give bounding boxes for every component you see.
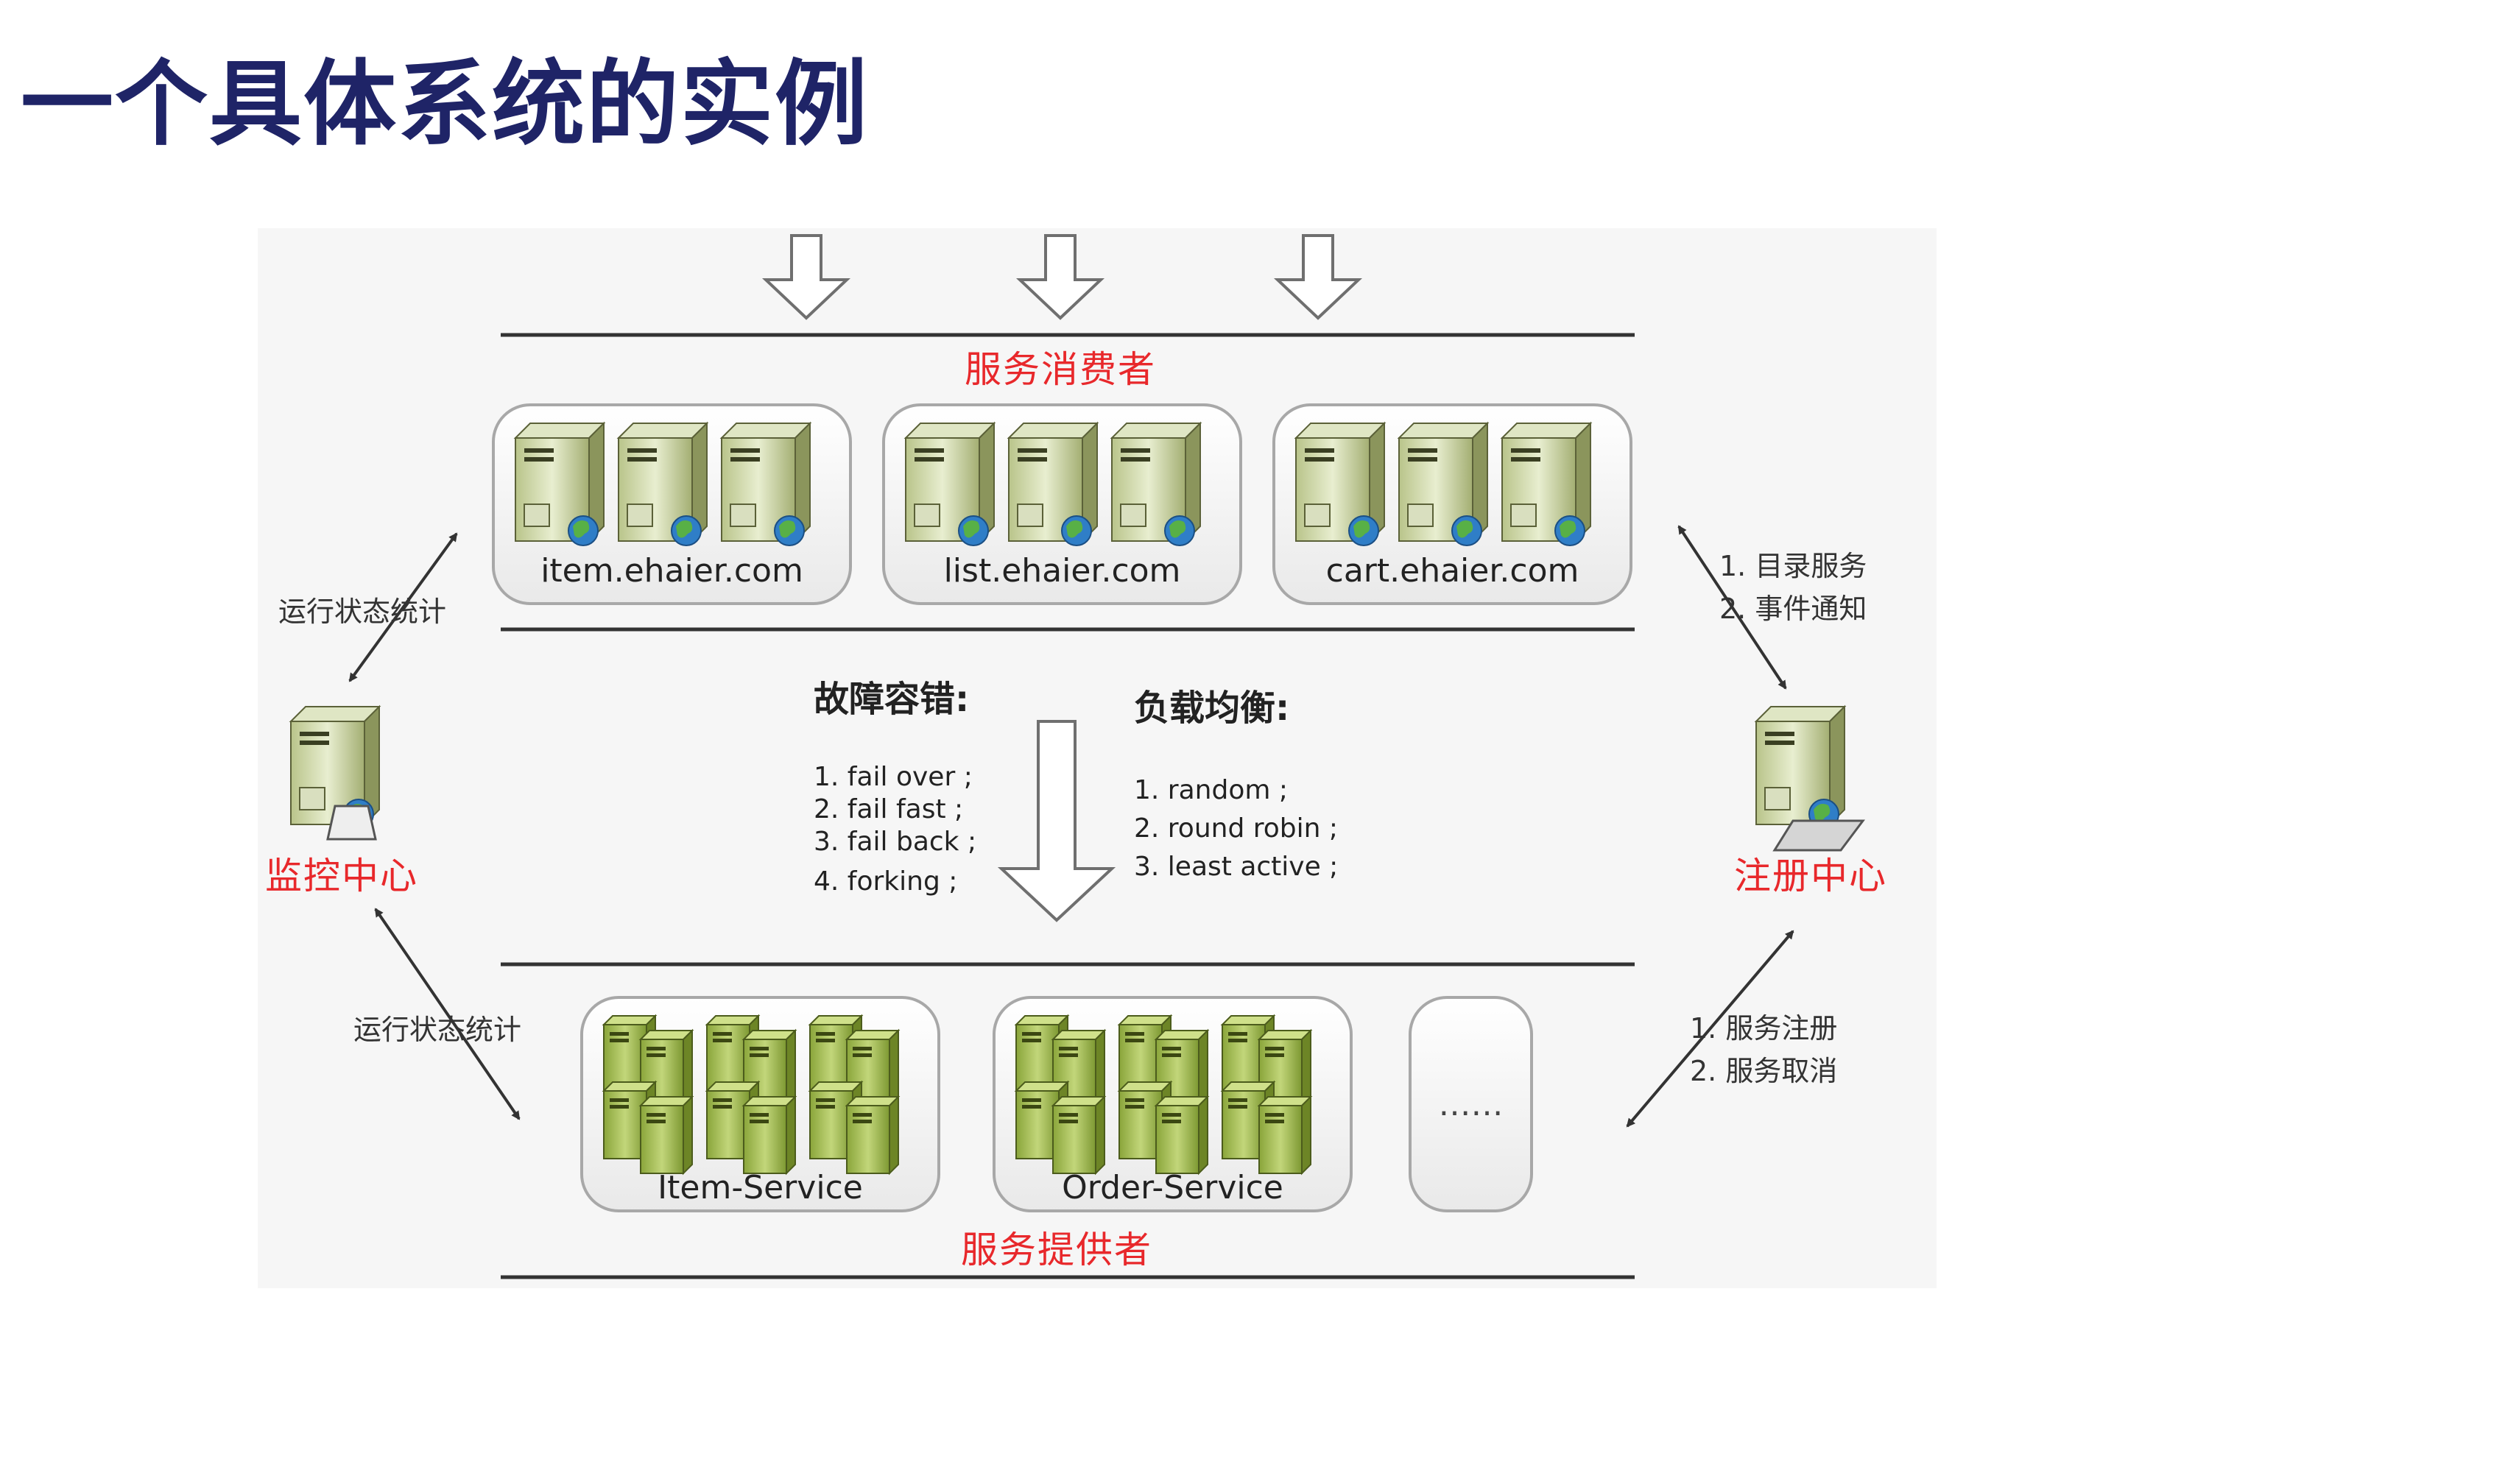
diagram-graphics bbox=[290, 234, 1865, 1279]
monitor-consumer-arrow bbox=[348, 532, 458, 682]
monitor-server-icon bbox=[290, 706, 380, 841]
provider-label: 服务提供者 bbox=[961, 1229, 1152, 1271]
fault-tolerance-item: 3. fail back ; bbox=[814, 827, 977, 857]
fault-tolerance-header: 故障容错: bbox=[814, 679, 970, 720]
monitor-provider-link-label: 运行状态统计 bbox=[353, 1014, 522, 1046]
incoming-arrow-1 bbox=[764, 234, 848, 319]
registry-consumer-arrow bbox=[1677, 525, 1787, 690]
provider-caption-order-service: Order-Service bbox=[1062, 1169, 1283, 1206]
load-balance-item: 1. random ; bbox=[1134, 775, 1288, 805]
fault-tolerance-item: 2. fail fast ; bbox=[814, 794, 964, 824]
fault-tolerance-item: 1. fail over ; bbox=[814, 762, 973, 792]
registry-consumer-link-label: 1. 目录服务 2. 事件通知 bbox=[1719, 545, 1867, 630]
load-balance-header: 负载均衡: bbox=[1134, 688, 1290, 729]
load-balance-item: 2. round robin ; bbox=[1134, 813, 1339, 844]
registry-provider-link-item: 1. 服务注册 bbox=[1690, 1012, 1838, 1045]
consumer-caption-item: item.ehaier.com bbox=[540, 552, 803, 590]
load-balance-item: 3. least active ; bbox=[1134, 852, 1339, 882]
registry-server-icon bbox=[1755, 706, 1865, 852]
fault-tolerance-list: 1. fail over ; 2. fail fast ; 3. fail ba… bbox=[814, 761, 976, 898]
consumer-caption-list: list.ehaier.com bbox=[943, 552, 1181, 590]
incoming-arrow-2 bbox=[1018, 234, 1102, 319]
page-title: 一个具体系统的实例 bbox=[21, 50, 869, 158]
consumer-cluster-cart bbox=[1272, 403, 1632, 605]
registry-label: 注册中心 bbox=[1734, 855, 1887, 897]
provider-cluster-more bbox=[1409, 996, 1533, 1212]
registry-provider-link-item: 2. 服务取消 bbox=[1690, 1055, 1838, 1087]
registry-consumer-link-item: 2. 事件通知 bbox=[1719, 593, 1867, 625]
consumer-label: 服务消费者 bbox=[965, 348, 1156, 391]
monitor-consumer-link-label: 运行状态统计 bbox=[278, 596, 447, 628]
consumer-caption-cart: cart.ehaier.com bbox=[1325, 552, 1579, 590]
registry-consumer-link-item: 1. 目录服务 bbox=[1719, 550, 1867, 582]
load-balance-list: 1. random ; 2. round robin ; 3. least ac… bbox=[1134, 771, 1338, 886]
monitor-label: 监控中心 bbox=[265, 855, 418, 897]
consumer-cluster-item bbox=[492, 403, 852, 605]
fault-tolerance-item: 4. forking ; bbox=[814, 866, 958, 897]
provider-cluster-item-service bbox=[580, 996, 940, 1212]
registry-provider-link-label: 1. 服务注册 2. 服务取消 bbox=[1690, 1007, 1837, 1092]
registry-provider-arrow bbox=[1626, 930, 1794, 1128]
provider-caption-item-service: Item-Service bbox=[658, 1169, 863, 1206]
provider-cluster-order-service bbox=[993, 996, 1353, 1212]
routing-down-arrow bbox=[997, 720, 1116, 922]
architecture-diagram: 服务消费者 服务提供者 item.ehaier.com list.ehaier.… bbox=[258, 228, 1937, 1288]
provider-caption-more: …… bbox=[1438, 1086, 1504, 1123]
incoming-arrow-3 bbox=[1276, 234, 1360, 319]
consumer-cluster-list bbox=[882, 403, 1242, 605]
monitor-provider-arrow bbox=[374, 908, 521, 1120]
